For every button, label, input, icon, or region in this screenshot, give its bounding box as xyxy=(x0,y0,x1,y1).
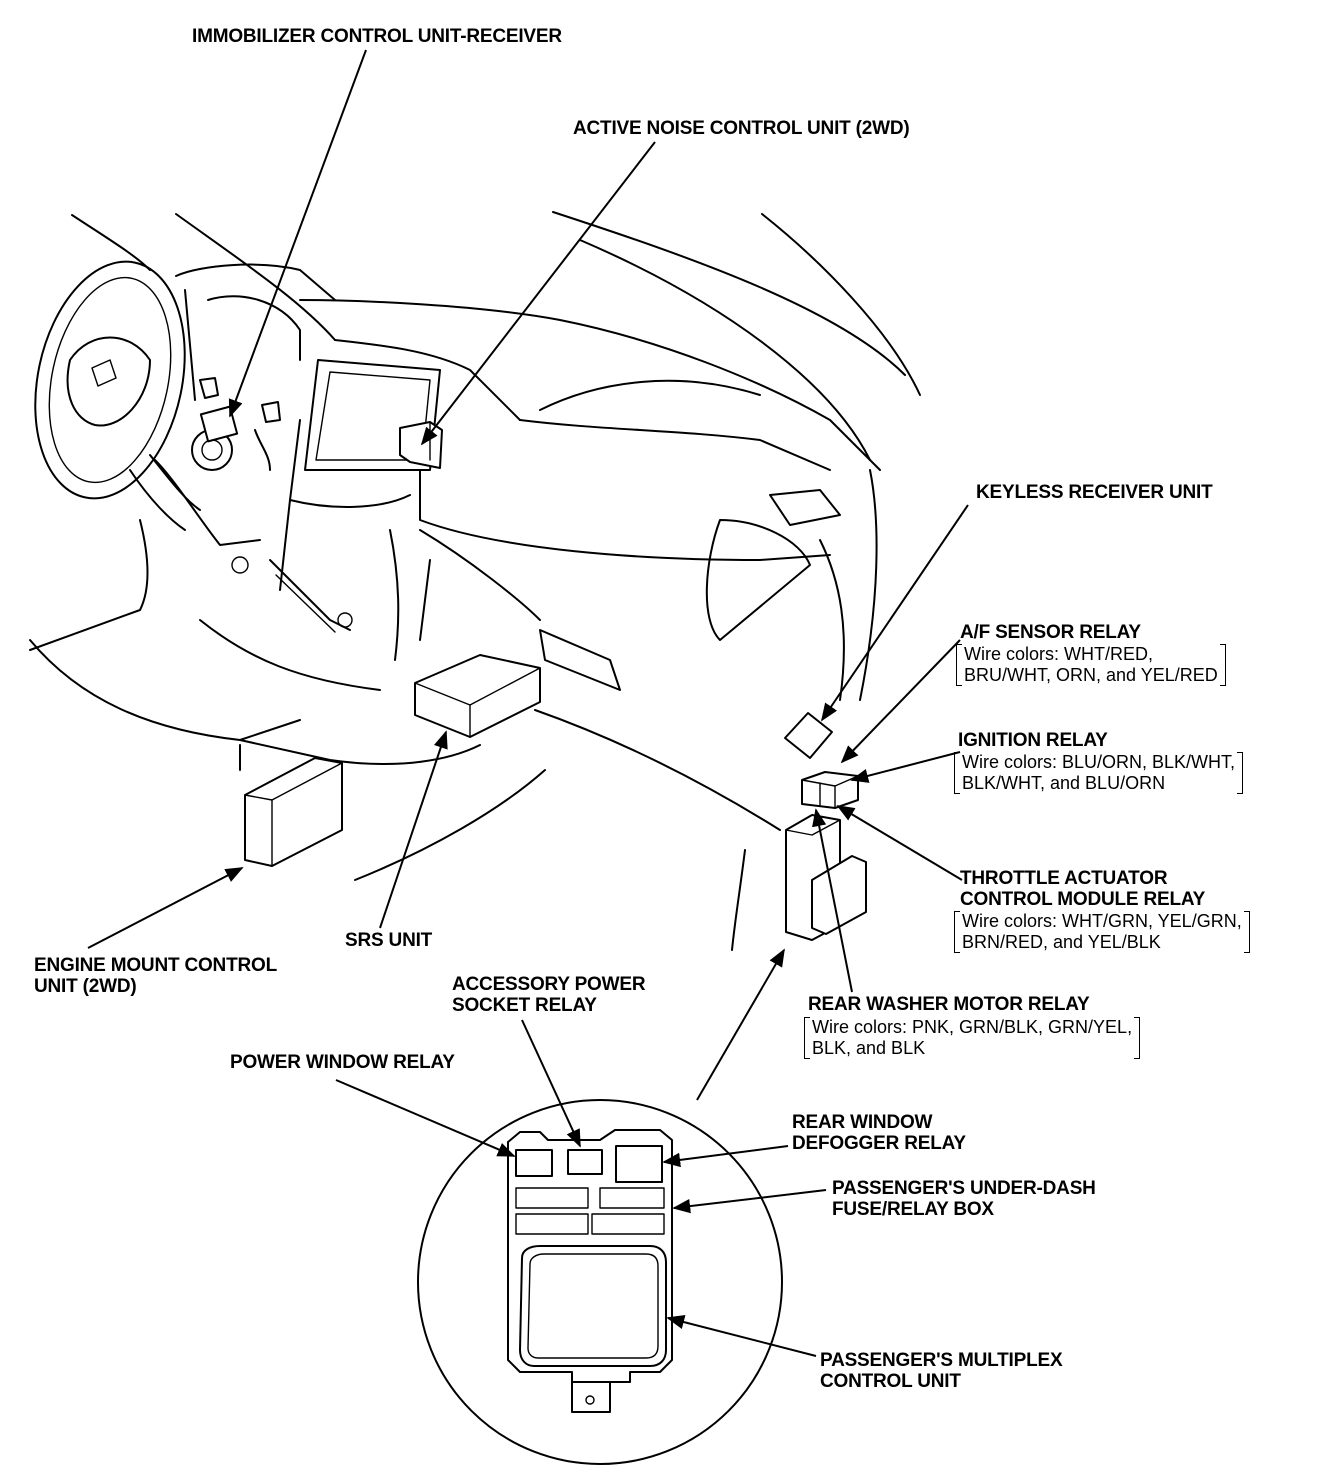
dashboard xyxy=(231,299,881,701)
ignition-wire-colors: Wire colors: BLU/ORN, BLK/WHT, BLK/WHT, … xyxy=(953,752,1244,794)
throttle-title-line1: THROTTLE ACTUATOR xyxy=(960,868,1168,889)
active-noise-label: ACTIVE NOISE CONTROL UNIT (2WD) xyxy=(573,118,910,139)
relay-cluster-shape xyxy=(785,771,867,941)
engine-mount-line1: ENGINE MOUNT CONTROL xyxy=(34,955,277,976)
rear-defogger-line2: DEFOGGER RELAY xyxy=(792,1133,966,1154)
af-sensor-wire-line2: BRU/WHT, ORN, and YEL/RED xyxy=(964,665,1218,685)
engine-mount-label: ENGINE MOUNT CONTROL UNIT (2WD) xyxy=(34,955,277,997)
instrument-cluster xyxy=(29,263,336,651)
af-sensor-wire-line1: Wire colors: WHT/RED, xyxy=(964,644,1153,664)
throttle-wire-colors: Wire colors: WHT/GRN, YEL/GRN, BRN/RED, … xyxy=(954,911,1250,953)
steering-wheel xyxy=(34,260,201,531)
leader-lines xyxy=(87,49,969,1357)
keyless-receiver-label: KEYLESS RECEIVER UNIT xyxy=(976,482,1213,503)
throttle-actuator-label: THROTTLE ACTUATOR CONTROL MODULE RELAY xyxy=(960,868,1205,910)
rear-washer-wire-line2: BLK, and BLK xyxy=(812,1038,926,1058)
rear-washer-relay-label: REAR WASHER MOTOR RELAY xyxy=(808,994,1090,1015)
active-noise-control-unit-shape xyxy=(399,421,443,469)
srs-unit-shape xyxy=(414,654,541,738)
ignition-wire-line1: Wire colors: BLU/ORN, BLK/WHT, xyxy=(962,752,1236,772)
floor-lines xyxy=(29,529,781,951)
multiplex-line1: PASSENGER'S MULTIPLEX xyxy=(820,1350,1063,1371)
under-dash-line2: FUSE/RELAY BOX xyxy=(832,1199,994,1220)
accessory-power-label: ACCESSORY POWER SOCKET RELAY xyxy=(452,974,646,1016)
keyless-receiver-shape xyxy=(784,712,833,759)
throttle-title-line2: CONTROL MODULE RELAY xyxy=(960,889,1206,910)
ignition-relay-label: IGNITION RELAY xyxy=(958,730,1108,751)
accessory-line1: ACCESSORY POWER xyxy=(452,974,646,995)
under-dash-line1: PASSENGER'S UNDER-DASH xyxy=(832,1178,1096,1199)
zoom-circle xyxy=(417,1099,783,1465)
power-window-label: POWER WINDOW RELAY xyxy=(230,1052,455,1073)
windshield-lines xyxy=(71,211,921,461)
fuse-relay-box-detail xyxy=(507,1129,673,1413)
under-dash-box-label: PASSENGER'S UNDER-DASH FUSE/RELAY BOX xyxy=(832,1178,1096,1220)
accessory-line2: SOCKET RELAY xyxy=(452,995,597,1016)
ignition-wire-line2: BLK/WHT, and BLU/ORN xyxy=(962,773,1166,793)
engine-mount-line2: UNIT (2WD) xyxy=(34,976,137,997)
multiplex-line2: CONTROL UNIT xyxy=(820,1371,961,1392)
srs-unit-label: SRS UNIT xyxy=(345,930,433,951)
immobilizer-label: IMMOBILIZER CONTROL UNIT-RECEIVER xyxy=(192,26,562,47)
rear-washer-wire-colors: Wire colors: PNK, GRN/BLK, GRN/YEL, BLK,… xyxy=(803,1017,1141,1059)
throttle-wire-line2: BRN/RED, and YEL/BLK xyxy=(962,932,1161,952)
af-sensor-relay-label: A/F SENSOR RELAY xyxy=(960,622,1141,643)
multiplex-unit-label: PASSENGER'S MULTIPLEX CONTROL UNIT xyxy=(820,1350,1063,1392)
rear-washer-wire-line1: Wire colors: PNK, GRN/BLK, GRN/YEL, xyxy=(812,1017,1133,1037)
engine-mount-unit-shape xyxy=(244,757,343,867)
rear-defogger-label: REAR WINDOW DEFOGGER RELAY xyxy=(792,1112,966,1154)
af-sensor-wire-colors: Wire colors: WHT/RED, BRU/WHT, ORN, and … xyxy=(956,644,1226,686)
rear-defogger-line1: REAR WINDOW xyxy=(792,1112,933,1133)
throttle-wire-line1: Wire colors: WHT/GRN, YEL/GRN, xyxy=(962,911,1242,931)
